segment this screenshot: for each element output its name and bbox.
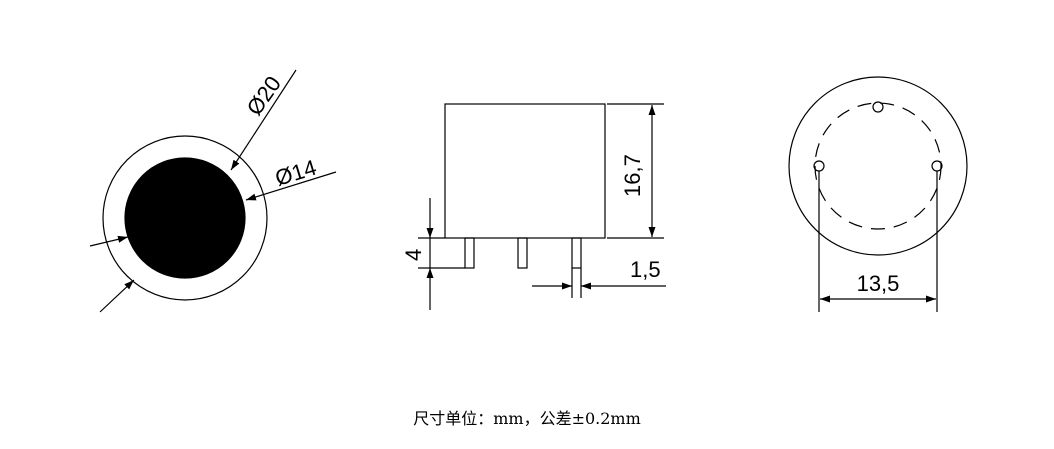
diameter-14-leader [245,171,337,201]
pin-width-label: 1,5 [630,257,661,282]
pin-middle [517,237,528,269]
housing-body [444,103,606,239]
pin-right [571,237,582,269]
lower-diameter-arrow [99,279,135,313]
bottom-pin-top [872,101,884,113]
bottom-view [788,76,968,312]
side-view [418,103,666,310]
inner-filled-disc [124,157,246,279]
height-label: 16,7 [620,154,645,197]
pin-length-label: 4 [401,249,426,261]
outer-circle [788,76,968,256]
outer-circle [102,135,268,301]
units-caption: 尺寸单位：mm，公差±0.2mm [413,409,641,428]
pin-left [464,237,475,269]
left-diameter-arrow [89,235,129,247]
diameter-14-label: Ø14 [272,155,319,191]
pin-spacing-label: 13,5 [857,271,900,296]
pin-circle-dashed [814,102,942,230]
top-view [89,69,337,313]
diameter-20-leader [230,69,297,171]
